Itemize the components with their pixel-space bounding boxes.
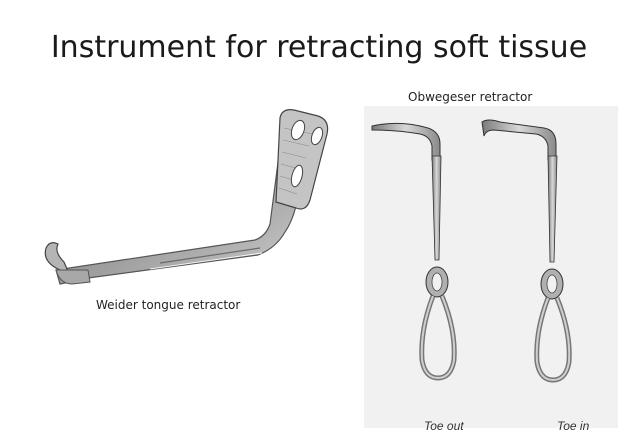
obwegeser-retractor-toe-in-image — [481, 119, 572, 383]
weider-retractor-image — [44, 109, 329, 285]
toe-out-label: Toe out — [424, 419, 464, 433]
obwegeser-photo-background — [364, 106, 618, 428]
slide-title: Instrument for retracting soft tissue — [50, 30, 588, 65]
obwegeser-caption: Obwegeser retractor — [408, 90, 533, 104]
toe-in-label: Toe in — [557, 419, 590, 433]
weider-caption: Weider tongue retractor — [96, 298, 241, 312]
obwegeser-retractor-toe-out-image — [371, 122, 457, 381]
